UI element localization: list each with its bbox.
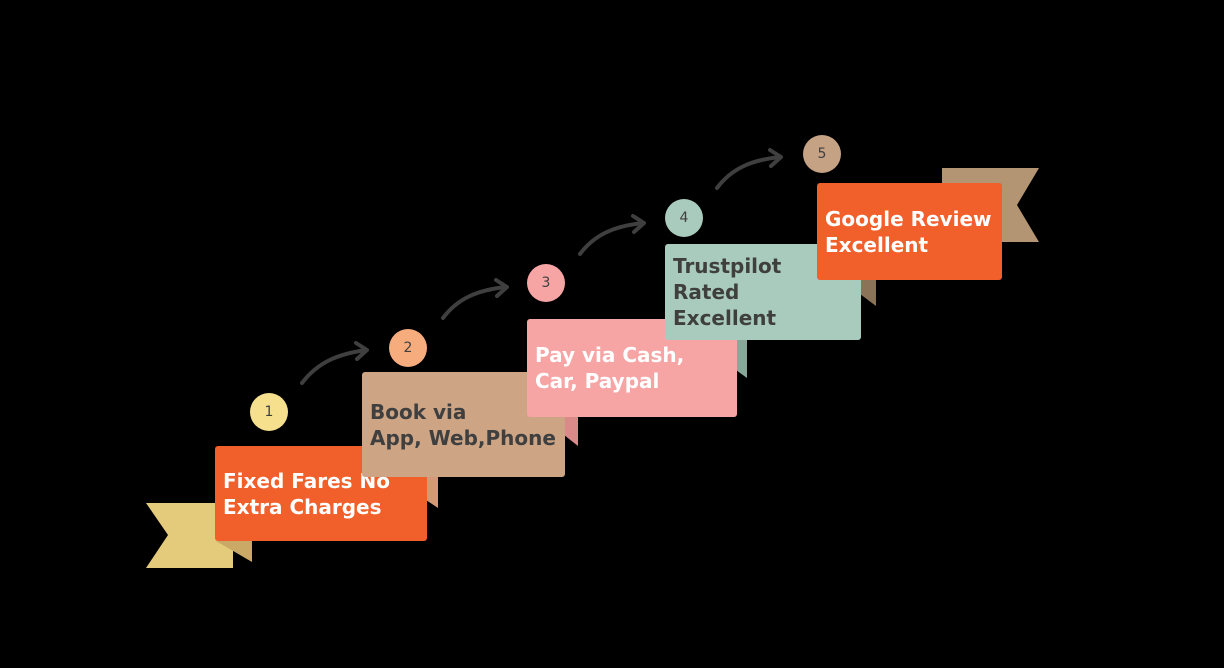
arrow-4-5 [715,155,782,190]
arrow-3-4-head [631,214,646,234]
start-ribbon-fold [216,541,252,562]
step-1-text: Fixed Fares No Extra Charges [223,468,391,519]
step-5-number: 5 [803,135,841,173]
step-4-number: 4 [665,199,703,237]
arrow-4-5-head [768,148,783,168]
arrow-1-2-head [354,341,369,361]
step-5-box: Google Review Excellent [817,183,1002,280]
step-4-text: Trustpilot Rated Excellent [673,254,782,330]
start-ribbon [146,503,233,568]
arrow-2-3-head [494,278,509,298]
step-3-text: Pay via Cash, Car, Paypal [535,343,685,393]
step-3-box: Pay via Cash, Car, Paypal [527,319,737,417]
step-3-number: 3 [527,264,565,302]
step-2-number: 2 [389,329,427,367]
arrow-1-2 [300,348,368,385]
step-2-text: Book via App, Web,Phone [370,399,556,450]
arrow-2-3 [441,285,508,320]
step-1-number: 1 [250,393,288,431]
step-5-text: Google Review Excellent [825,206,992,257]
arrow-3-4 [578,221,645,256]
